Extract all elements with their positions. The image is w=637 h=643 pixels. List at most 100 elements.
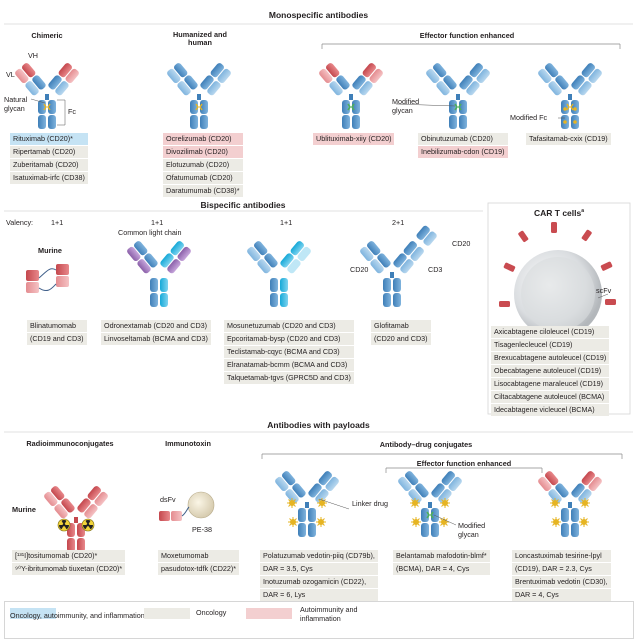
drug-entry: DAR = 3.5, Cys bbox=[260, 563, 378, 576]
drug-entry: Loncastuximab tesirine-lpyl bbox=[512, 550, 611, 563]
cd3-label: CD3 bbox=[428, 265, 443, 274]
drug-entry: (BCMA), DAR = 4, Cys bbox=[393, 563, 490, 576]
humanized-title: Humanized and human bbox=[173, 30, 227, 48]
drug-entry: Zuberitamab (CD20) bbox=[10, 159, 88, 172]
legend bbox=[4, 601, 634, 639]
monospecific-title: Monospecific antibodies bbox=[268, 10, 369, 20]
car-t-footnote-mark: a bbox=[581, 208, 585, 215]
drug-entry: Teclistamab-cqyc (BCMA and CD3) bbox=[224, 346, 354, 359]
drug-entry: Obecabtagene autoleucel (CD19) bbox=[491, 365, 610, 378]
adc-antibody-1 bbox=[272, 468, 342, 538]
adc-drug-list-3: Loncastuximab tesirine-lpyl(CD19), DAR =… bbox=[512, 550, 611, 602]
drug-entry: Isatuximab-irfc (CD38) bbox=[10, 172, 88, 185]
odronextamab-antibody bbox=[127, 241, 191, 307]
drug-entry: Elotuzumab (CD20) bbox=[163, 159, 243, 172]
drug-entry: (CD19), DAR = 2.3, Cys bbox=[512, 563, 611, 576]
drug-entry: (CD20 and CD3) bbox=[371, 333, 431, 346]
drug-entry: Ublituximab-xiiy (CD20) bbox=[313, 133, 395, 146]
drug-entry: Ripertamab (CD20) bbox=[10, 146, 88, 159]
effector-drug-list-2: Obinutuzumab (CD20)Inebilizumab-cdon (CD… bbox=[418, 133, 508, 159]
bispecific-title: Bispecific antibodies bbox=[200, 200, 286, 210]
drug-entry: (CD19 and CD3) bbox=[27, 333, 87, 346]
drug-entry: Brexucabtagene autoleucel (CD19) bbox=[491, 352, 610, 365]
car-t-title-text: CAR T cells bbox=[533, 208, 582, 218]
payloads-title: Antibodies with payloads bbox=[267, 420, 370, 430]
drug-entry: pasudotox-tdfk (CD22)* bbox=[158, 563, 240, 576]
drug-entry: Epcoritamab-bysp (CD20 and CD3) bbox=[224, 333, 354, 346]
radioimmunoconjugate-antibody bbox=[41, 483, 111, 553]
vh-label: VH bbox=[28, 51, 38, 60]
drug-entry: Talquetamab-tgvs (GPRC5D and CD3) bbox=[224, 372, 354, 385]
radio-title: Radioimmunoconjugates bbox=[26, 439, 114, 448]
drug-entry: Divozilimab (CD20) bbox=[163, 146, 243, 159]
drug-entry: Ofatumumab (CD20) bbox=[163, 172, 243, 185]
drug-entry: Axicabtagene ciloleucel (CD19) bbox=[491, 326, 610, 339]
bispecific-drug-list-3: Mosunetuzumab (CD20 and CD3)Epcoritamab-… bbox=[224, 320, 354, 385]
drug-entry: Glofitamab bbox=[371, 320, 431, 333]
drug-entry: Tisagenlecleucel (CD19) bbox=[491, 339, 610, 352]
bispecific-drug-list-4: Glofitamab(CD20 and CD3) bbox=[371, 320, 431, 346]
adc-antibody-2 bbox=[395, 468, 465, 538]
chimeric-drug-list: Rituximab (CD20)*Ripertamab (CD20)Zuberi… bbox=[10, 133, 88, 185]
drug-entry: Tafasitamab-cxix (CD19) bbox=[526, 133, 611, 146]
valency-2: 1+1 bbox=[151, 218, 164, 227]
glofitamab-antibody bbox=[357, 225, 437, 308]
legend-label-3: Autoimmunity and inflammation bbox=[300, 605, 358, 623]
car-t-title: CAR T cellsa bbox=[488, 208, 630, 218]
mosunetuzumab-antibody bbox=[247, 241, 311, 307]
effector-drug-list-3: Tafasitamab-cxix (CD19) bbox=[526, 133, 611, 146]
radio-drug-list: [¹³¹I]tositumomab (CD20)*⁹⁰Y-ibritumomab… bbox=[12, 550, 126, 576]
drug-entry: Odronextamab (CD20 and CD3) bbox=[101, 320, 211, 333]
drug-entry: Inebilizumab-cdon (CD19) bbox=[418, 146, 508, 159]
modified-glycan-label-adc: Modified glycan bbox=[458, 521, 486, 539]
legend-swatch-2 bbox=[144, 608, 190, 619]
drug-entry: Blinatumomab bbox=[27, 320, 87, 333]
drug-entry: [¹³¹I]tositumomab (CD20)* bbox=[12, 550, 126, 563]
drug-entry: Rituximab (CD20)* bbox=[10, 133, 88, 146]
immunotoxin-title: Immunotoxin bbox=[165, 439, 211, 448]
effector-drug-list-1: Ublituximab-xiiy (CD20) bbox=[313, 133, 395, 146]
drug-entry: Linvoseltamab (BCMA and CD3) bbox=[101, 333, 211, 346]
natural-glycan-label: Natural glycan bbox=[4, 95, 28, 113]
drug-entry: Idecabtagene vicleucel (BCMA) bbox=[491, 404, 610, 417]
effector-antibody-1 bbox=[316, 60, 386, 130]
bi-murine-title: Murine bbox=[38, 246, 62, 255]
legend-label-2: Oncology bbox=[196, 608, 227, 617]
drug-entry: ⁹⁰Y-ibritumomab tiuxetan (CD20)* bbox=[12, 563, 126, 576]
fc-label: Fc bbox=[68, 107, 76, 116]
car-t-drug-list: Axicabtagene ciloleucel (CD19)Tisagenlec… bbox=[491, 326, 610, 417]
blinatumomab-bite bbox=[26, 264, 69, 293]
legend-swatch-1 bbox=[10, 608, 56, 619]
drug-entry: Brentuximab vedotin (CD30), bbox=[512, 576, 611, 589]
car-t-cell bbox=[514, 250, 602, 338]
modified-fc-label: Modified Fc bbox=[510, 113, 548, 122]
radio-murine-label: Murine bbox=[12, 505, 36, 514]
legend-label-1: Oncology, autoimmunity, and inflammation bbox=[10, 611, 145, 620]
cd20-label-2: CD20 bbox=[350, 265, 369, 274]
drug-entry: Ciltacabtagene autoleucel (BCMA) bbox=[491, 391, 610, 404]
adc-antibody-3 bbox=[535, 468, 605, 538]
bispecific-drug-list-1: Blinatumomab(CD19 and CD3) bbox=[27, 320, 87, 346]
drug-entry: Polatuzumab vedotin-piiq (CD79b), bbox=[260, 550, 378, 563]
drug-entry: Mosunetuzumab (CD20 and CD3) bbox=[224, 320, 354, 333]
effector-title: Effector function enhanced bbox=[419, 31, 515, 40]
immunotoxin-construct bbox=[159, 491, 215, 521]
humanized-drug-list: Ocrelizumab (CD20)Divozilimab (CD20)Elot… bbox=[163, 133, 243, 198]
valency-4: 2+1 bbox=[392, 218, 405, 227]
drug-entry: Inotuzumab ozogamicin (CD22), bbox=[260, 576, 378, 589]
adc-title: Antibody–drug conjugates bbox=[379, 440, 473, 449]
vl-label: VL bbox=[6, 70, 15, 79]
scfv-label: scFv bbox=[596, 286, 612, 295]
adc-drug-list-1: Polatuzumab vedotin-piiq (CD79b),DAR = 3… bbox=[260, 550, 378, 602]
drug-entry: Daratumumab (CD38)* bbox=[163, 185, 243, 198]
valency-label: Valency: bbox=[6, 218, 34, 227]
modified-glycan-label: Modified glycan bbox=[392, 97, 420, 115]
common-light-chain-label: Common light chain bbox=[118, 228, 182, 237]
humanized-antibody bbox=[164, 60, 234, 130]
drug-entry: Ocrelizumab (CD20) bbox=[163, 133, 243, 146]
adc-effector-title: Effector function enhanced bbox=[416, 459, 512, 468]
adc-drug-list-2: Belantamab mafodotin-blmf*(BCMA), DAR = … bbox=[393, 550, 490, 576]
legend-swatch-3 bbox=[246, 608, 292, 619]
